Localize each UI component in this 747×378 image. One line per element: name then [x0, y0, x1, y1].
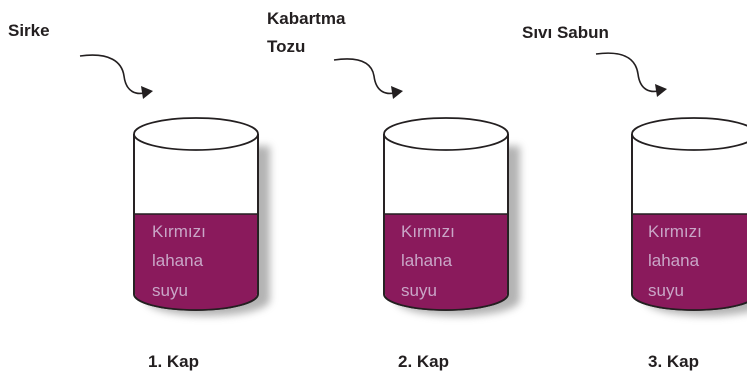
cup-rim-3: [631, 117, 747, 151]
liquid-text-1-line-2: lahana: [152, 251, 204, 270]
arrow-2: [333, 58, 399, 95]
arrowhead-2: [391, 86, 403, 99]
cup-2: Kabartma Tozu Kırmızı lahana suyu 2. Kap: [267, 9, 520, 371]
reagent-label-2-line-1: Kabartma: [267, 9, 346, 28]
arrow-3: [595, 52, 663, 93]
arrowhead-1: [141, 86, 153, 99]
reagent-label-2-line-2: Tozu: [267, 37, 305, 56]
liquid-text-2-line-1: Kırmızı: [401, 222, 455, 241]
reagent-label-3: Sıvı Sabun: [522, 23, 609, 42]
cup-rim-2: [383, 117, 509, 151]
cup-outline-2: [383, 134, 509, 311]
liquid-text-3-line-1: Kırmızı: [648, 222, 702, 241]
reagent-label-1: Sirke: [8, 21, 50, 40]
cup-label-1: 1. Kap: [148, 352, 199, 371]
cup-label-2: 2. Kap: [398, 352, 449, 371]
liquid-text-2-line-2: lahana: [401, 251, 453, 270]
cup-outline-3: [631, 134, 747, 311]
liquid-text-3-line-2: lahana: [648, 251, 700, 270]
liquid-text-1-line-1: Kırmızı: [152, 222, 206, 241]
liquid-text-1-line-3: suyu: [152, 281, 188, 300]
arrow-1: [79, 54, 149, 95]
liquid-text-2-line-3: suyu: [401, 281, 437, 300]
cup-1: Sirke Kırmızı lahana suyu 1. Kap: [8, 21, 270, 371]
liquid-text-3-line-3: suyu: [648, 281, 684, 300]
liquid-2: [385, 214, 507, 310]
cup-outline-1: [133, 134, 259, 311]
liquid-3: [633, 214, 747, 310]
liquid-1: [135, 214, 257, 310]
arrowhead-3: [655, 84, 667, 97]
cup-3: Sıvı Sabun Kırmızı lahana suyu 3. Kap: [522, 23, 747, 371]
cup-rim-1: [133, 117, 259, 151]
cup-label-3: 3. Kap: [648, 352, 699, 371]
